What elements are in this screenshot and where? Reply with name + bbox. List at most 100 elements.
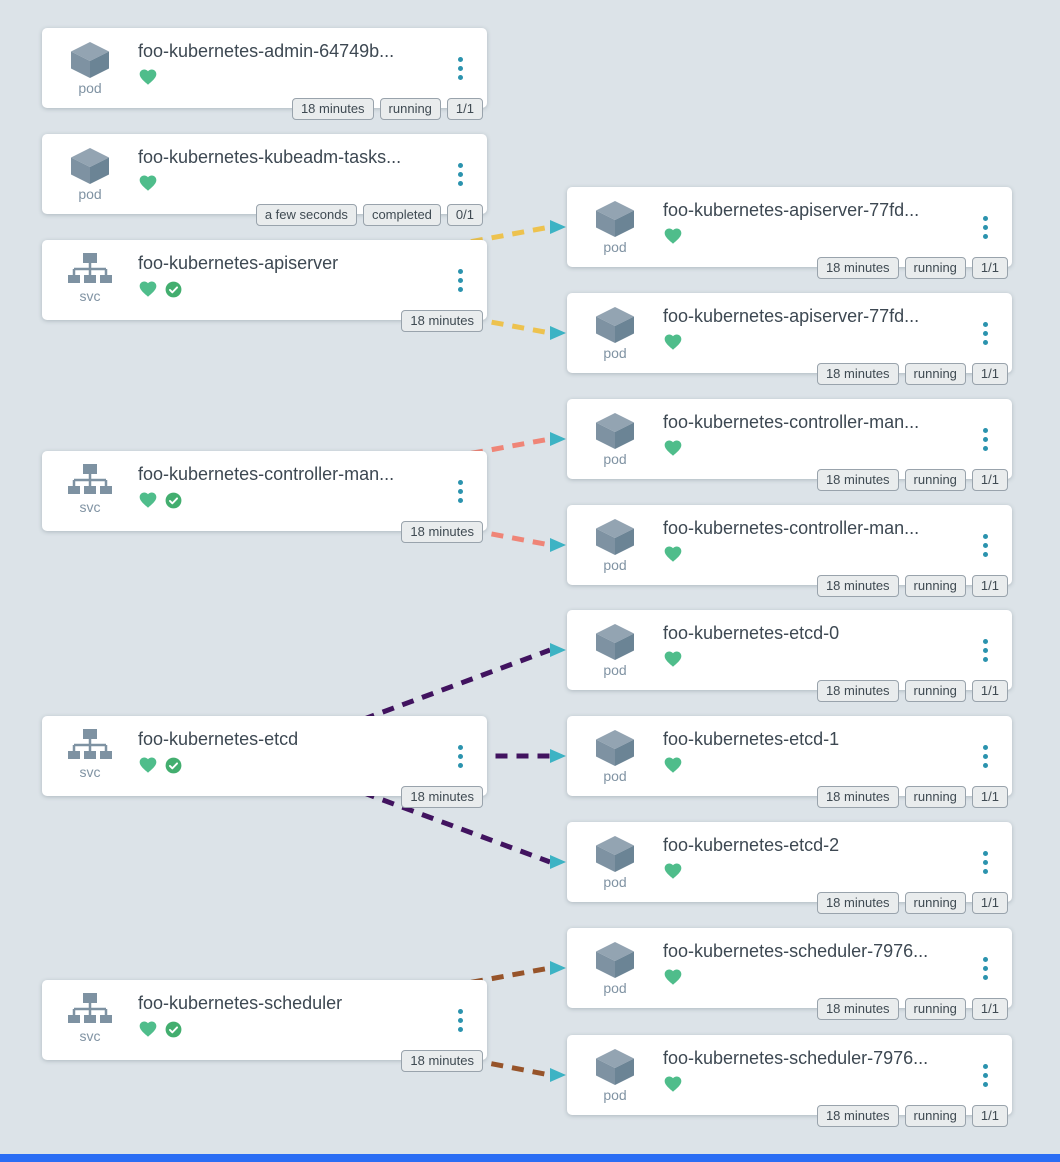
node-kind-label: pod xyxy=(78,186,102,202)
health-heart-icon xyxy=(139,175,157,191)
edge-arrowhead-icon xyxy=(550,432,566,446)
node-menu-button[interactable] xyxy=(979,1060,992,1091)
node-card-kubeadm-tasks-pod[interactable]: pod foo-kubernetes-kubeadm-tasks... a fe… xyxy=(42,134,487,226)
node-type-icon-area: svc xyxy=(42,980,138,1060)
status-badge: 0/1 xyxy=(446,204,483,226)
node-menu-button[interactable] xyxy=(454,741,467,772)
node-menu-button[interactable] xyxy=(979,635,992,666)
health-heart-icon xyxy=(664,334,682,350)
status-badge: 18 minutes xyxy=(816,257,899,279)
status-badge: 18 minutes xyxy=(816,680,899,702)
edge-arrowhead-icon xyxy=(550,643,566,657)
node-kind-label: pod xyxy=(603,557,627,573)
node-card-apiserver-pod-1[interactable]: pod foo-kubernetes-apiserver-77fd... 18 … xyxy=(567,187,1012,279)
status-badge: running xyxy=(904,363,966,385)
status-badge: 1/1 xyxy=(971,680,1008,702)
node-title: foo-kubernetes-controller-man... xyxy=(663,518,920,538)
health-heart-icon xyxy=(664,969,682,985)
node-card-apiserver-svc[interactable]: svc foo-kubernetes-apiserver 18 minutes xyxy=(42,240,487,332)
status-badge: 18 minutes xyxy=(816,892,899,914)
node-menu-button[interactable] xyxy=(454,1005,467,1036)
node-menu-button[interactable] xyxy=(979,953,992,984)
node-body: foo-kubernetes-controller-man... xyxy=(663,505,979,585)
node-card-controller-pod-2[interactable]: pod foo-kubernetes-controller-man... 18 … xyxy=(567,505,1012,597)
status-badge: 1/1 xyxy=(971,1105,1008,1127)
node-type-icon-area: pod xyxy=(567,822,663,902)
health-heart-icon xyxy=(664,651,682,667)
node-card-apiserver-pod-2[interactable]: pod foo-kubernetes-apiserver-77fd... 18 … xyxy=(567,293,1012,385)
node-card-scheduler-pod-1[interactable]: pod foo-kubernetes-scheduler-7976... 18 … xyxy=(567,928,1012,1020)
node-menu-button[interactable] xyxy=(979,741,992,772)
node-title: foo-kubernetes-admin-64749b... xyxy=(138,41,395,61)
node-card-etcd-svc[interactable]: svc foo-kubernetes-etcd 18 minutes xyxy=(42,716,487,808)
edge-arrowhead-icon xyxy=(550,326,566,340)
status-badge: 1/1 xyxy=(971,575,1008,597)
node-card-controller-pod-1[interactable]: pod foo-kubernetes-controller-man... 18 … xyxy=(567,399,1012,491)
node-status-row xyxy=(663,438,979,458)
node-type-icon-area: pod xyxy=(567,293,663,373)
pod-icon xyxy=(596,307,634,343)
node-menu-button[interactable] xyxy=(454,53,467,84)
node-kind-label: pod xyxy=(603,239,627,255)
service-icon xyxy=(68,464,112,494)
node-status-row xyxy=(663,226,979,246)
node-menu-button[interactable] xyxy=(979,212,992,243)
node-body: foo-kubernetes-controller-man... xyxy=(138,451,454,531)
node-body: foo-kubernetes-scheduler-7976... xyxy=(663,928,979,1008)
node-type-icon-area: pod xyxy=(42,28,138,108)
node-menu-button[interactable] xyxy=(979,318,992,349)
status-badge: running xyxy=(904,469,966,491)
node-title: foo-kubernetes-scheduler xyxy=(138,993,343,1013)
node-menu-button[interactable] xyxy=(979,847,992,878)
node-menu-button[interactable] xyxy=(454,159,467,190)
node-type-icon-area: svc xyxy=(42,716,138,796)
service-icon xyxy=(68,253,112,283)
node-type-icon-area: svc xyxy=(42,451,138,531)
node-card-admin-pod[interactable]: pod foo-kubernetes-admin-64749b... 18 mi… xyxy=(42,28,487,120)
node-body: foo-kubernetes-controller-man... xyxy=(663,399,979,479)
node-menu-button[interactable] xyxy=(454,265,467,296)
node-title: foo-kubernetes-controller-man... xyxy=(663,412,920,432)
node-title: foo-kubernetes-apiserver xyxy=(138,253,339,273)
node-type-icon-area: pod xyxy=(567,187,663,267)
health-heart-icon xyxy=(139,69,157,85)
node-kind-label: pod xyxy=(603,1087,627,1103)
status-badge: running xyxy=(904,1105,966,1127)
node-body: foo-kubernetes-apiserver-77fd... xyxy=(663,187,979,267)
node-kind-label: svc xyxy=(79,288,101,304)
node-card-scheduler-pod-2[interactable]: pod foo-kubernetes-scheduler-7976... 18 … xyxy=(567,1035,1012,1127)
status-badge: 1/1 xyxy=(971,257,1008,279)
node-title: foo-kubernetes-etcd xyxy=(138,729,299,749)
pod-icon xyxy=(596,1049,634,1085)
service-icon xyxy=(68,993,112,1023)
pod-icon xyxy=(596,836,634,872)
node-card-scheduler-svc[interactable]: svc foo-kubernetes-scheduler 18 minutes xyxy=(42,980,487,1072)
node-body: foo-kubernetes-apiserver xyxy=(138,240,454,320)
node-title: foo-kubernetes-etcd-0 xyxy=(663,623,840,643)
node-menu-button[interactable] xyxy=(979,424,992,455)
node-status-row xyxy=(663,544,979,564)
node-card-controller-manager-svc[interactable]: svc foo-kubernetes-controller-man... 18 … xyxy=(42,451,487,543)
status-badge: running xyxy=(904,575,966,597)
node-kind-label: svc xyxy=(79,764,101,780)
node-menu-button[interactable] xyxy=(454,476,467,507)
edge-arrowhead-icon xyxy=(550,855,566,869)
pod-icon xyxy=(596,730,634,766)
node-menu-button[interactable] xyxy=(979,530,992,561)
node-status-row xyxy=(663,1074,979,1094)
status-badge: running xyxy=(379,98,441,120)
status-badge: running xyxy=(904,998,966,1020)
node-title: foo-kubernetes-controller-man... xyxy=(138,464,395,484)
node-status-row xyxy=(138,1019,454,1039)
